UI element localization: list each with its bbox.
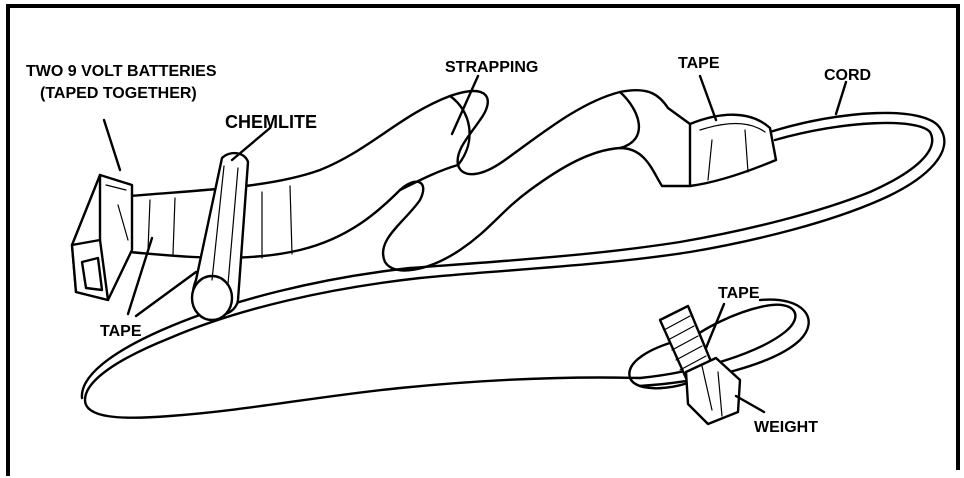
bolt-weight	[660, 306, 740, 424]
battery-pack	[72, 175, 132, 300]
label-chemlite: CHEMLITE	[225, 112, 317, 132]
label-tape-bolt: TAPE	[718, 285, 760, 302]
label-batteries-line1: TWO 9 VOLT BATTERIES	[26, 63, 217, 80]
label-cord: CORD	[824, 67, 871, 84]
label-tape-left: TAPE	[100, 323, 142, 340]
label-strapping: STRAPPING	[445, 59, 538, 76]
tape-top-wrap	[690, 115, 776, 186]
label-tape-top: TAPE	[678, 55, 720, 72]
label-weight: WEIGHT	[754, 419, 818, 436]
chemlite	[192, 153, 248, 320]
label-batteries-line2: (TAPED TOGETHER)	[40, 85, 197, 102]
